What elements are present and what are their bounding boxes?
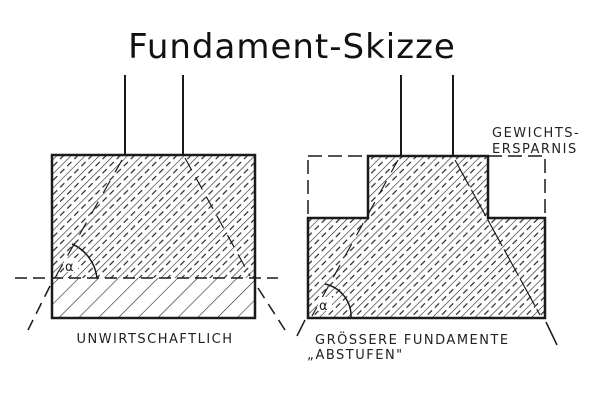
- weight-saving-note-line1: GEWICHTS-: [492, 126, 580, 141]
- angle-arc: [71, 243, 98, 279]
- stepped-foundation-hatch: [308, 156, 545, 318]
- left-caption: UNWIRTSCHAFTLICH: [76, 332, 233, 347]
- right-caption-line2: „ABSTUFEN": [307, 348, 404, 363]
- diagram-title: Fundament-Skizze: [128, 27, 456, 67]
- stepped-foundation-outline: [306, 154, 547, 320]
- load-spread-line-right: [184, 157, 251, 277]
- extension-line-right: [257, 287, 286, 331]
- angle-arc: [324, 283, 352, 319]
- weight-saving-note-line2: ERSPARNIS: [492, 142, 578, 157]
- angle-label-left: α: [65, 260, 75, 275]
- foundation-outline: [50, 153, 257, 320]
- angle-label-bg: [318, 297, 332, 311]
- angle-label-bg: [64, 258, 78, 272]
- extension-line-left: [296, 319, 306, 337]
- right-caption-line1: GRÖSSERE FUNDAMENTE: [315, 331, 510, 348]
- extension-line-right: [545, 321, 558, 346]
- angle-label-right: α: [319, 299, 329, 314]
- load-spread-line-left: [311, 159, 399, 317]
- load-spread-line-right: [454, 159, 541, 316]
- effective-zone-hatch: [52, 155, 255, 278]
- left-foundation: [15, 75, 286, 331]
- excess-zone-hatch: [52, 278, 255, 318]
- extension-line-left: [27, 285, 51, 331]
- right-foundation: [296, 75, 558, 346]
